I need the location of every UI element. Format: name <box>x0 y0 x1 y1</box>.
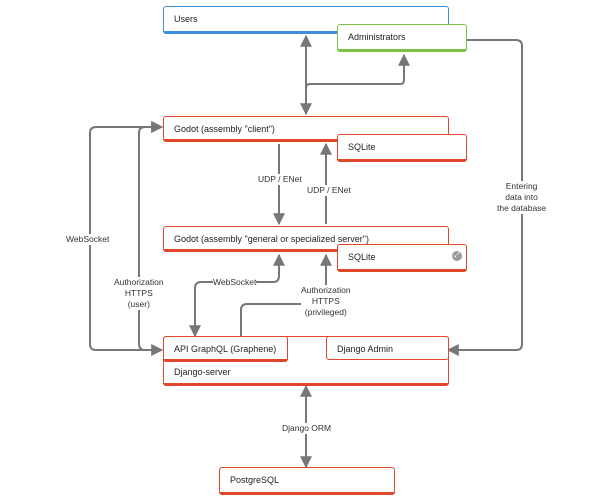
auth-privileged-line-2: HTTPS <box>311 296 340 306</box>
auth-user-line-2: HTTPS <box>124 288 153 298</box>
godot-client-node: Godot (assembly "client") <box>163 116 449 142</box>
postgresql-node: PostgreSQL <box>219 467 395 495</box>
django-server-label: Django-server <box>174 367 231 377</box>
auth-privileged-line-1: Authorization <box>301 285 351 295</box>
django-orm-label: Django ORM <box>282 423 332 434</box>
sqlite-server-node: SQLite ⤢ <box>337 244 467 272</box>
websocket-inner-connector <box>189 253 285 338</box>
entering-data-line-3: the database <box>497 203 547 213</box>
udp-enet-up-label: UDP / ENet <box>307 185 351 196</box>
websocket-inner-label: WebSocket <box>213 277 257 288</box>
api-graphql-label: API GraphQL (Graphene) <box>174 344 277 354</box>
godot-client-label: Godot (assembly "client") <box>174 124 275 134</box>
sqlite-client-node: SQLite <box>337 134 467 162</box>
administrators-node: Administrators <box>337 24 467 52</box>
auth-privileged-label: Authorization HTTPS (privileged) <box>301 285 351 318</box>
entering-data-line-1: Entering <box>505 181 538 191</box>
auth-user-line-3: (user) <box>127 299 150 309</box>
sqlite-server-label: SQLite <box>348 252 376 262</box>
expand-icon[interactable]: ⤢ <box>452 251 462 261</box>
auth-user-connector <box>138 121 164 351</box>
godot-server-label: Godot (assembly "general or specialized … <box>174 234 369 244</box>
entering-data-line-2: data into <box>505 192 538 202</box>
users-label: Users <box>174 14 198 24</box>
udp-enet-down-label: UDP / ENet <box>258 174 302 185</box>
administrators-label: Administrators <box>348 32 406 42</box>
auth-user-label: Authorization HTTPS (user) <box>114 277 164 310</box>
sqlite-client-label: SQLite <box>348 142 376 152</box>
entering-data-label: Entering data into the database <box>497 181 547 214</box>
auth-user-line-1: Authorization <box>114 277 164 287</box>
django-admin-label: Django Admin <box>337 344 394 354</box>
websocket-outer-label: WebSocket <box>66 234 110 245</box>
api-graphql-node: API GraphQL (Graphene) <box>163 336 288 362</box>
auth-privileged-line-3: (privileged) <box>304 307 347 317</box>
django-admin-node: Django Admin <box>326 336 449 360</box>
admins-client-connector <box>305 53 410 89</box>
postgresql-label: PostgreSQL <box>230 475 280 485</box>
